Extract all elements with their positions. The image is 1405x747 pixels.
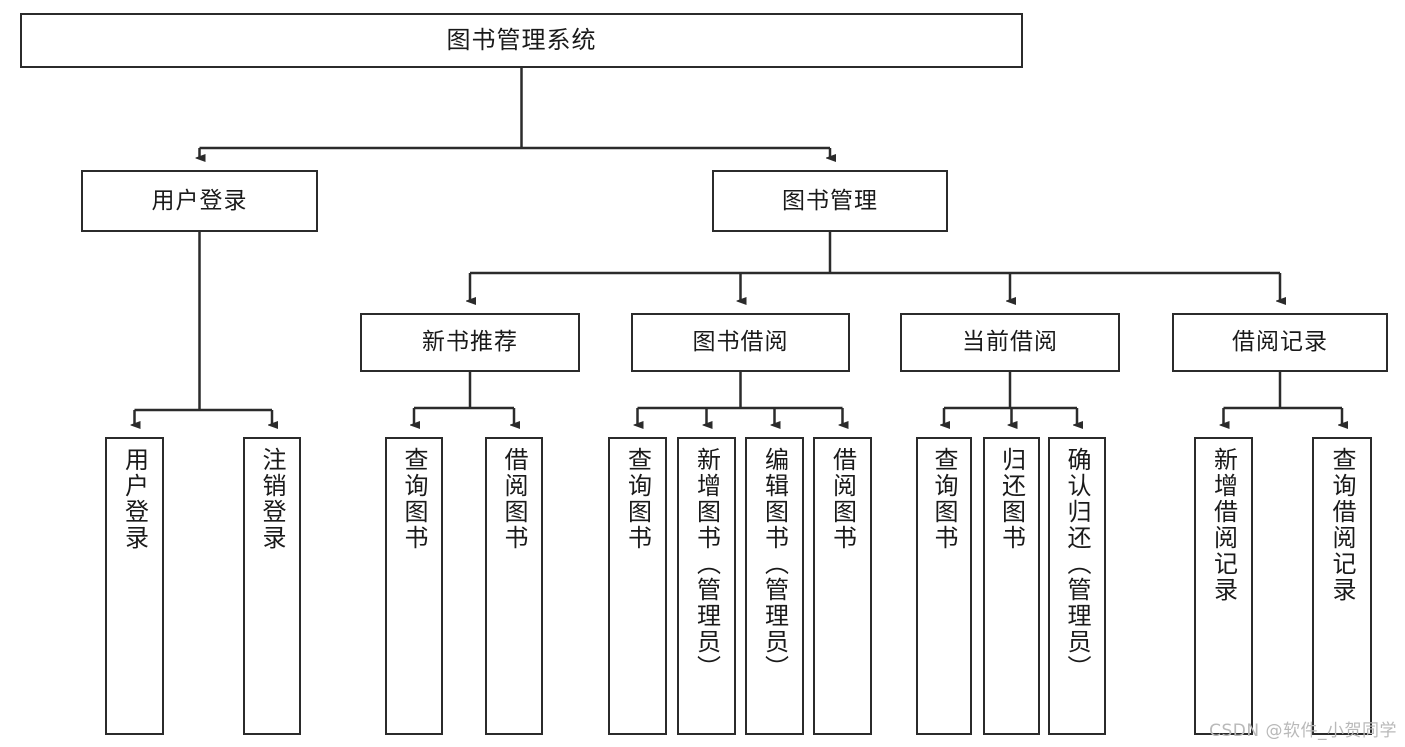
node-leaf-query-book-current[interactable]: 查询图书: [916, 437, 972, 735]
node-new-book-recommend-label: 新书推荐: [422, 329, 518, 356]
node-root-label: 图书管理系统: [446, 25, 597, 54]
node-root[interactable]: 图书管理系统: [20, 13, 1023, 68]
node-current-borrow-label: 当前借阅: [962, 329, 1058, 356]
node-leaf-user-logout[interactable]: 注销登录: [243, 437, 301, 735]
node-borrow-record-label: 借阅记录: [1232, 329, 1328, 356]
node-book-manage-label: 图书管理: [782, 187, 878, 214]
node-leaf-borrow-book-recommend[interactable]: 借阅图书: [485, 437, 543, 735]
node-leaf-query-book-borrow-label: 查询图书: [623, 447, 652, 551]
node-leaf-query-book-current-label: 查询图书: [930, 447, 958, 551]
node-user-login[interactable]: 用户登录: [81, 170, 318, 232]
node-leaf-confirm-return[interactable]: 确认归还（管理员）: [1048, 437, 1106, 735]
node-current-borrow[interactable]: 当前借阅: [900, 313, 1120, 372]
node-book-borrow[interactable]: 图书借阅: [631, 313, 850, 372]
node-leaf-return-book[interactable]: 归还图书: [983, 437, 1040, 735]
node-leaf-add-borrow-record[interactable]: 新增借阅记录: [1194, 437, 1253, 735]
node-leaf-borrow-book[interactable]: 借阅图书: [813, 437, 872, 735]
node-book-manage[interactable]: 图书管理: [712, 170, 948, 232]
node-leaf-return-book-label: 归还图书: [997, 447, 1026, 551]
node-leaf-add-book[interactable]: 新增图书（管理员）: [677, 437, 736, 735]
node-leaf-query-book-borrow[interactable]: 查询图书: [608, 437, 667, 735]
node-leaf-query-borrow-record-label: 查询借阅记录: [1328, 447, 1356, 603]
node-leaf-query-book-recommend-label: 查询图书: [400, 447, 428, 551]
node-leaf-confirm-return-label: 确认归还（管理员）: [1063, 447, 1091, 681]
node-leaf-edit-book[interactable]: 编辑图书（管理员）: [745, 437, 804, 735]
node-leaf-query-borrow-record[interactable]: 查询借阅记录: [1312, 437, 1372, 735]
node-new-book-recommend[interactable]: 新书推荐: [360, 313, 580, 372]
node-leaf-user-login-label: 用户登录: [120, 447, 149, 551]
node-user-login-label: 用户登录: [151, 187, 248, 214]
node-leaf-borrow-book-recommend-label: 借阅图书: [500, 447, 528, 551]
node-borrow-record[interactable]: 借阅记录: [1172, 313, 1388, 372]
node-leaf-borrow-book-label: 借阅图书: [828, 447, 857, 551]
node-leaf-add-borrow-record-label: 新增借阅记录: [1209, 447, 1238, 603]
node-leaf-query-book-recommend[interactable]: 查询图书: [385, 437, 443, 735]
node-book-borrow-label: 图书借阅: [692, 329, 789, 356]
node-leaf-add-book-label: 新增图书（管理员）: [692, 447, 721, 681]
watermark-text: CSDN @软件_小贺同学: [1209, 721, 1397, 741]
node-leaf-user-login[interactable]: 用户登录: [105, 437, 164, 735]
node-leaf-edit-book-label: 编辑图书（管理员）: [760, 447, 789, 681]
node-leaf-user-logout-label: 注销登录: [258, 447, 286, 551]
